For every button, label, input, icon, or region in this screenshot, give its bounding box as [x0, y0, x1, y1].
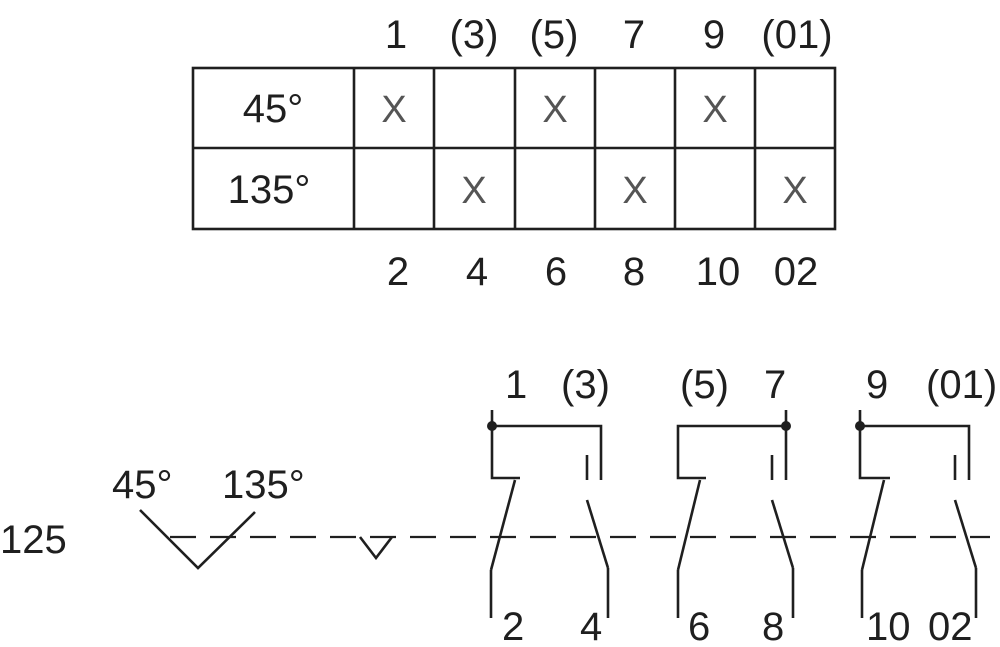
- contact-schematic: 125 45° 135° 1 (3) 2 4 (5) 7: [0, 363, 997, 647]
- terminal-label: (3): [561, 363, 610, 407]
- contact-table: 1 (3) (5) 7 9 (01) 45° 135° X X X X X X …: [191, 13, 837, 294]
- table-cell: X: [461, 170, 486, 212]
- terminal-label: 10: [866, 605, 911, 647]
- table-top-label: (5): [530, 13, 579, 57]
- wire: [490, 426, 520, 480]
- table-top-label: 1: [385, 13, 407, 57]
- wire: [858, 426, 890, 480]
- wire: [492, 424, 603, 455]
- table-bottom-label: 2: [387, 250, 409, 294]
- wire: [676, 424, 786, 480]
- terminal-label: 4: [580, 605, 602, 647]
- terminal-label: 6: [688, 605, 710, 647]
- table-cell: X: [622, 170, 647, 212]
- terminal-label: 7: [764, 363, 786, 407]
- table-cell: X: [381, 89, 406, 131]
- table-cell: X: [542, 89, 567, 131]
- contact-group-1: 1 (3) 2 4: [487, 363, 610, 647]
- table-bottom-label: 02: [774, 250, 819, 294]
- normally-closed-contact: [585, 499, 610, 569]
- angle-label-left: 45°: [112, 463, 173, 507]
- table-bottom-label: 10: [696, 250, 741, 294]
- normally-closed-contact: [953, 499, 978, 569]
- row-angle-label: 135°: [228, 168, 311, 212]
- table-top-label: 9: [703, 13, 725, 57]
- table-cell: X: [782, 170, 807, 212]
- terminal-label: 9: [866, 363, 888, 407]
- terminal-label: 2: [502, 605, 524, 647]
- table-top-label: (01): [761, 13, 832, 57]
- table-cell: X: [702, 89, 727, 131]
- terminal-label: (01): [926, 363, 997, 407]
- terminal-label: 02: [928, 605, 973, 647]
- table-top-label: 7: [623, 13, 645, 57]
- row-angle-label: 45°: [243, 87, 304, 131]
- normally-open-contact: [860, 479, 886, 571]
- contact-group-2: (5) 7 6 8: [676, 363, 795, 647]
- normally-closed-contact: [770, 499, 795, 569]
- table-top-label: (3): [450, 13, 499, 57]
- schematic-code: 125: [0, 518, 67, 562]
- terminal-label: (5): [680, 363, 729, 407]
- selector-v-notch: [139, 509, 256, 570]
- table-bottom-label: 8: [623, 250, 645, 294]
- normally-open-contact: [676, 479, 702, 571]
- terminal-label: 1: [505, 363, 527, 407]
- table-bottom-label: 4: [466, 250, 488, 294]
- normally-open-contact: [489, 479, 517, 571]
- angle-label-right: 135°: [222, 463, 305, 507]
- terminal-label: 8: [762, 605, 784, 647]
- wire: [860, 424, 971, 480]
- detent-notch: [358, 536, 394, 561]
- table-bottom-label: 6: [545, 250, 567, 294]
- contact-group-3: 9 (01) 10 02: [855, 363, 997, 647]
